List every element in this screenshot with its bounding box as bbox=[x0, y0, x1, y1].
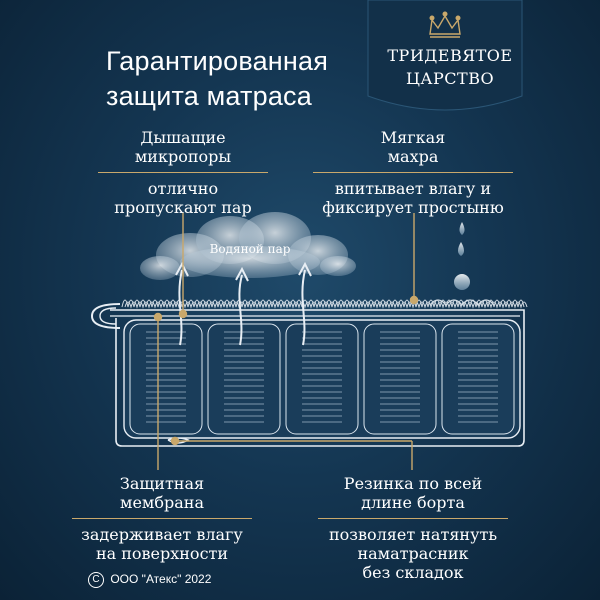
label-micropores: Дышащие микропоры отлично пропускают пар bbox=[88, 128, 278, 217]
vapour-cloud-icon bbox=[140, 212, 356, 280]
membrane-heading-1: Защитная bbox=[119, 474, 205, 493]
micropores-text-2: пропускают пар bbox=[114, 198, 252, 217]
micropores-divider bbox=[98, 172, 268, 173]
elastic-divider bbox=[318, 518, 508, 519]
copyright: C ООО "Атекс" 2022 bbox=[88, 572, 211, 588]
label-elastic: Резинка по всей длине борта позволяет на… bbox=[308, 474, 518, 582]
cover-outline bbox=[110, 309, 525, 447]
mattress-body bbox=[123, 319, 521, 439]
brand-banner-icon bbox=[367, 0, 523, 111]
title-line-2: защита матраса bbox=[106, 81, 312, 111]
elastic-text-1: позволяет натянуть bbox=[328, 525, 498, 544]
terry-loops bbox=[121, 299, 528, 309]
cloud-label: Водяной пар bbox=[209, 242, 291, 256]
label-membrane: Защитная мембрана задерживает влагу на п… bbox=[62, 474, 262, 563]
page-title: Гарантированная защита матраса bbox=[106, 44, 366, 114]
copyright-text: ООО "Атекс" 2022 bbox=[110, 572, 212, 587]
spring-coils bbox=[146, 331, 498, 423]
micropores-heading-2: микропоры bbox=[134, 147, 232, 166]
brand-logo: ТРИДЕВЯТОЕ ЦАРСТВО bbox=[360, 0, 530, 118]
title-line-1: Гарантированная bbox=[106, 46, 329, 76]
terry-heading-1: Мягкая bbox=[380, 128, 446, 147]
membrane-text-2: на поверхности bbox=[95, 544, 229, 563]
leader-lines bbox=[153, 213, 419, 470]
membrane-divider bbox=[72, 518, 252, 519]
membrane-heading-2: мембрана bbox=[120, 493, 204, 512]
vapour-arrows bbox=[175, 261, 312, 346]
brand-line-2: ЦАРСТВО bbox=[405, 69, 495, 88]
elastic-text-2: наматрасник bbox=[357, 544, 469, 563]
membrane-text-1: задерживает влагу bbox=[81, 525, 243, 544]
terry-heading-2: махра bbox=[387, 147, 439, 166]
copyright-icon: C bbox=[88, 572, 104, 588]
terry-text-2: фиксирует простыню bbox=[322, 198, 504, 217]
micropores-text-1: отлично bbox=[147, 179, 219, 198]
elastic-loop-left bbox=[90, 303, 121, 329]
elastic-heading-1: Резинка по всей bbox=[343, 474, 483, 493]
elastic-text-3: без складок bbox=[362, 563, 464, 582]
crown-icon bbox=[429, 11, 461, 38]
micropores-heading-1: Дышащие bbox=[140, 128, 226, 147]
elastic-heading-2: длине борта bbox=[361, 493, 465, 512]
label-terry: Мягкая махра впитывает влагу и фиксирует… bbox=[308, 128, 518, 217]
terry-text-1: впитывает влагу и bbox=[334, 179, 492, 198]
terry-divider bbox=[313, 172, 513, 173]
spring-pockets bbox=[129, 323, 515, 435]
brand-line-1: ТРИДЕВЯТОЕ bbox=[387, 46, 513, 65]
brand-name: ТРИДЕВЯТОЕ ЦАРСТВО bbox=[380, 44, 520, 90]
water-drops-icon bbox=[454, 222, 470, 290]
